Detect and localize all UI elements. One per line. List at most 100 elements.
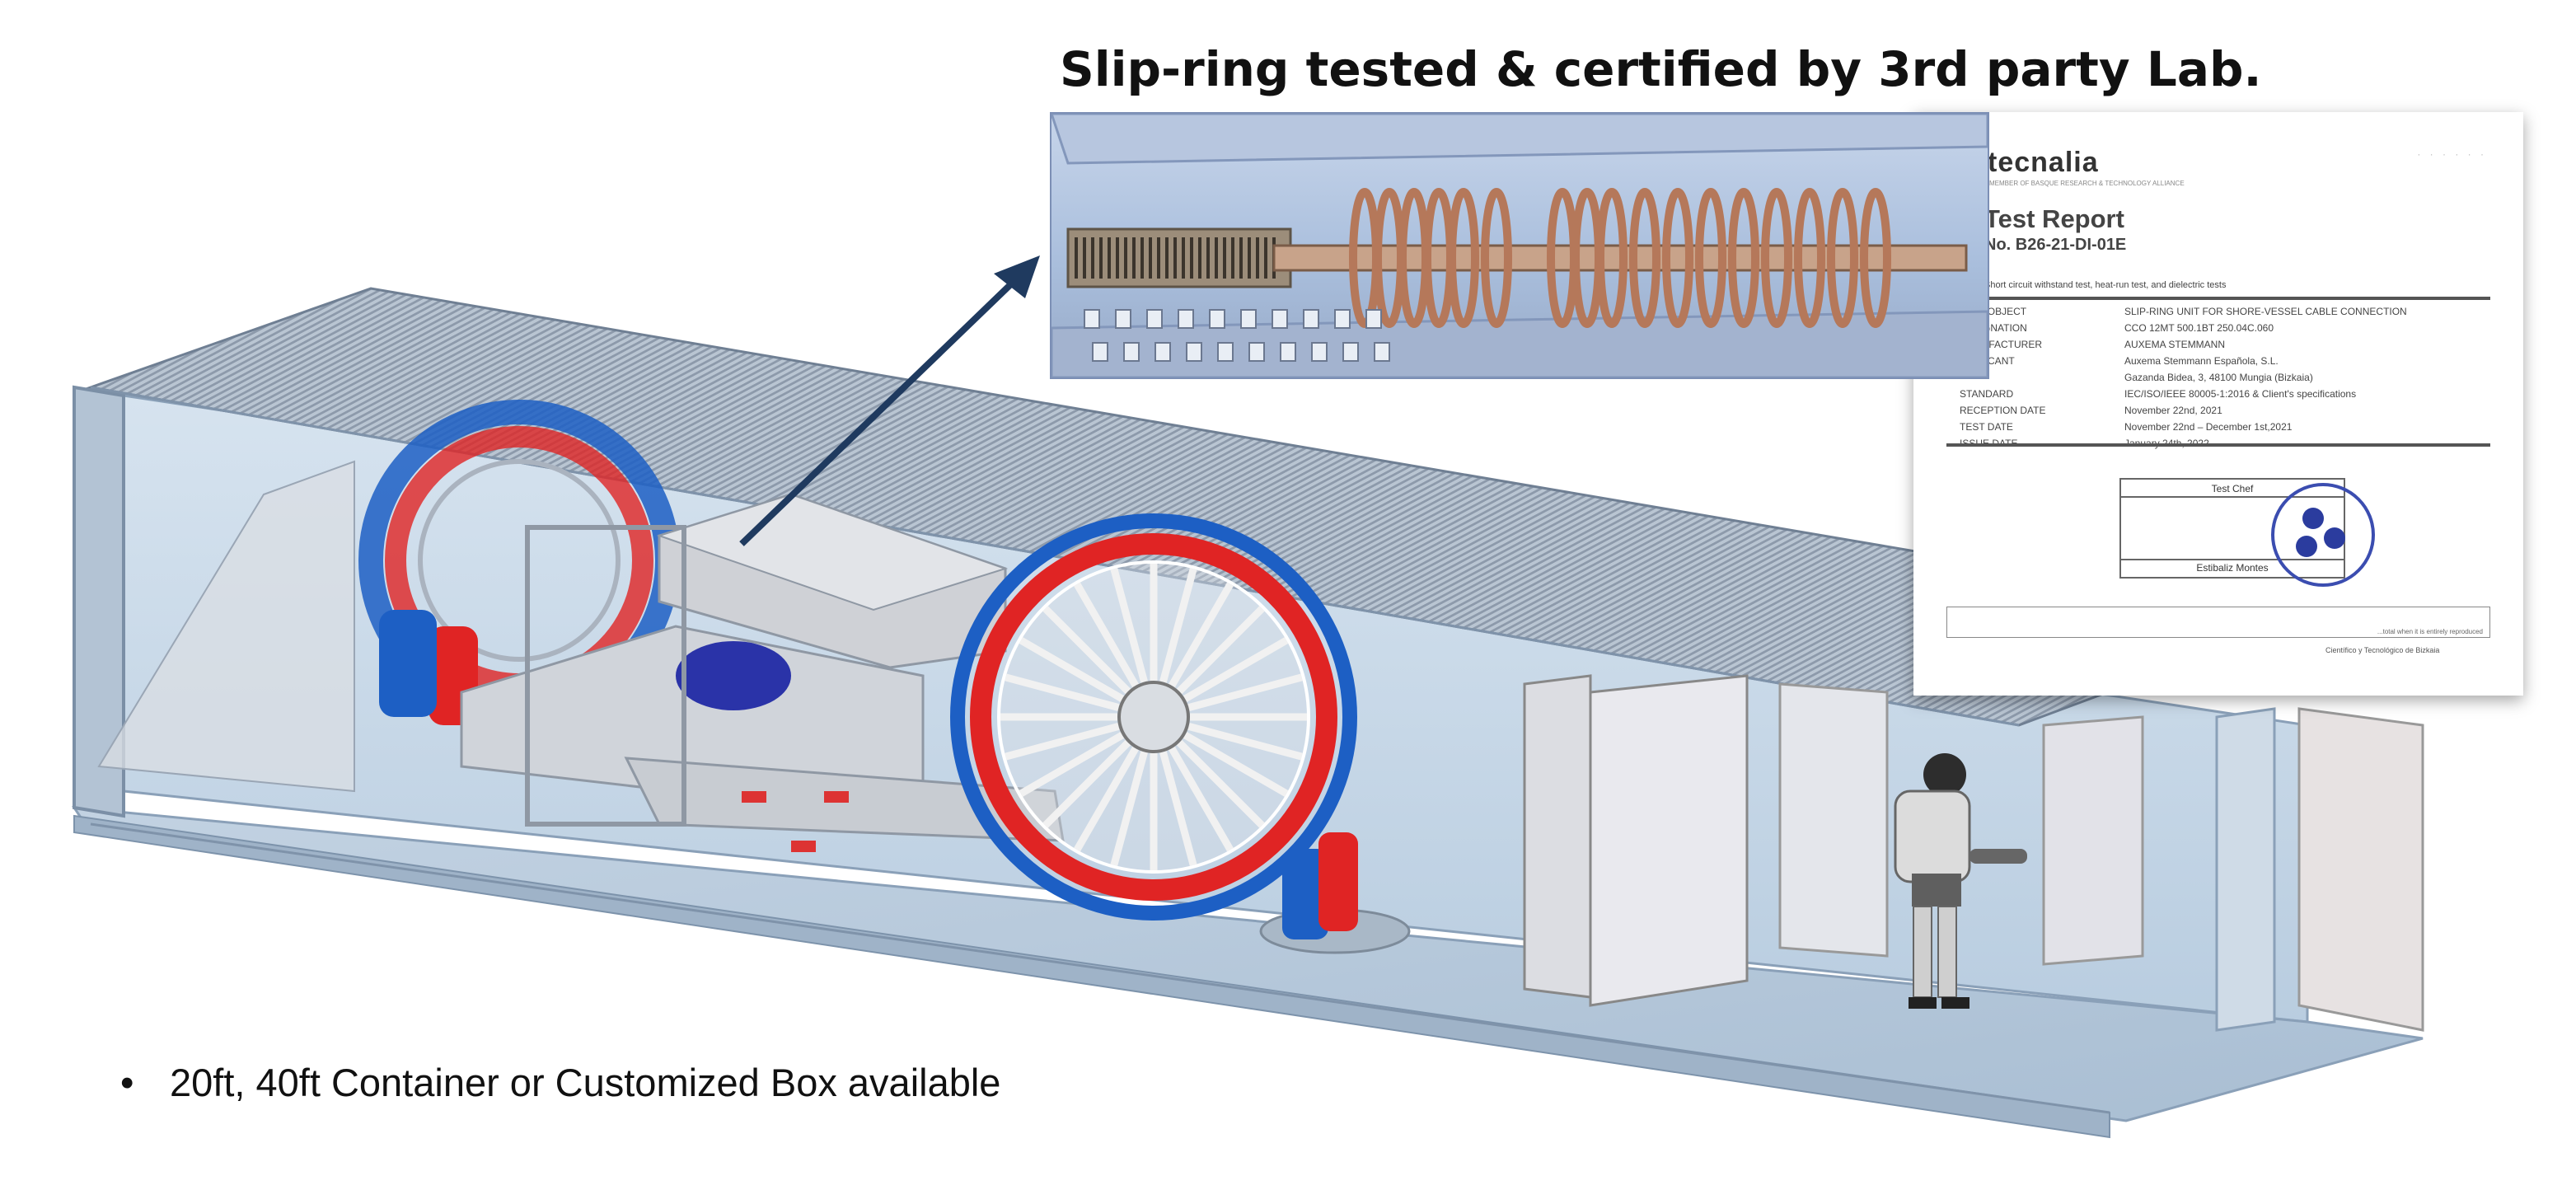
end-panel	[97, 460, 355, 793]
reel-spoke	[1159, 751, 1197, 866]
terminal-bolt	[1280, 342, 1296, 362]
left-motor-blue	[379, 610, 437, 717]
report-row: RECEPTION DATE November 22nd, 2021	[1960, 402, 2495, 419]
report-row-value: IEC/ISO/IEEE 80005-1:2016 & Client's spe…	[2124, 388, 2357, 400]
header-dots: · · · · · ·	[2417, 148, 2487, 160]
container-end-frame	[73, 385, 125, 818]
lab-logo-subtitle: MEMBER OF BASQUE RESEARCH & TECHNOLOGY A…	[1989, 180, 2185, 187]
terminal-bolt	[1209, 309, 1225, 329]
slip-ring-photo	[1050, 112, 1989, 379]
reel-spoke	[1159, 568, 1197, 683]
terminal-bolt	[1334, 309, 1351, 329]
terminal-bolt	[1342, 342, 1359, 362]
report-row-value: Auxema Stemmann Española, S.L.	[2124, 355, 2279, 367]
terminal-bolt	[1092, 342, 1108, 362]
reel-spoke	[1042, 606, 1131, 695]
report-footer-box: ...total when it is entirely reproduced	[1946, 607, 2490, 638]
report-title: Test Report	[1984, 204, 2124, 233]
report-row-value: November 22nd – December 1st,2021	[2124, 421, 2293, 433]
terminal-bolt	[1248, 342, 1265, 362]
cable-reel-main	[950, 513, 1357, 921]
terminal-bolt	[1365, 309, 1382, 329]
report-row-value: CCO 12MT 500.1BT 250.04C.060	[2124, 322, 2274, 334]
lab-logo: tecnalia	[1988, 147, 2099, 178]
report-row-key: STANDARD	[1960, 388, 2014, 400]
report-footer-org: Científico y Tecnológico de Bizkaia	[2325, 646, 2440, 654]
slip-ring	[1448, 188, 1479, 328]
reel-spoke	[1019, 732, 1125, 797]
container-door	[2297, 707, 2424, 1032]
terminal-bolt	[1303, 309, 1319, 329]
terminal-bolt	[1115, 309, 1131, 329]
reel-spoke	[1074, 582, 1139, 688]
report-row: STANDARD IEC/ISO/IEEE 80005-1:2016 & Clie…	[1960, 386, 2495, 402]
slip-ring	[1629, 188, 1660, 328]
operator-figure	[1894, 753, 2027, 1009]
electrical-cabinet-3	[1778, 682, 1889, 958]
reel-spoke	[1176, 606, 1265, 695]
reel-spoke	[1187, 673, 1303, 711]
slip-ring	[1596, 188, 1628, 328]
bullet-text: 20ft, 40ft Container or Customized Box a…	[170, 1061, 1001, 1104]
report-row-value: SLIP-RING UNIT FOR SHORE-VESSEL CABLE CO…	[2124, 306, 2407, 317]
report-footer-note: ...total when it is entirely reproduced	[2377, 628, 2483, 635]
report-row: TEST DATE November 22nd – December 1st,20…	[1960, 419, 2495, 435]
container-base	[73, 814, 2110, 1139]
slip-ring	[1728, 188, 1759, 328]
report-row: APPLICANTAuxema Stemmann Española, S.L.	[1960, 353, 2495, 369]
drive-motor	[676, 641, 791, 710]
reel-spoke	[1110, 568, 1148, 683]
bullet-marker: •	[120, 1061, 134, 1104]
base-motor-red	[1318, 832, 1358, 931]
reel-spoke	[1042, 739, 1131, 828]
slide-title: Slip-ring tested & certified by 3rd part…	[1060, 41, 2262, 97]
terminal-bolt	[1146, 309, 1163, 329]
reel-spoke	[1183, 732, 1289, 797]
terminal-bolt	[1374, 342, 1390, 362]
report-row: Gazanda Bidea, 3, 48100 Mungia (Bizkaia)	[1960, 369, 2495, 386]
terminal-bolt	[1123, 342, 1140, 362]
reel-spoke	[1019, 637, 1125, 702]
report-description: Short circuit withstand test, heat-run t…	[1984, 280, 2227, 290]
slip-ring	[1827, 188, 1858, 328]
report-rule-bottom	[1946, 443, 2490, 447]
terminal-bolt	[1311, 342, 1328, 362]
reel-spoke	[1187, 723, 1303, 761]
reel-spoke	[1169, 582, 1234, 688]
callout-arrow	[739, 273, 1023, 546]
terminal-bolt	[1155, 342, 1171, 362]
test-chef-name: Estibaliz Montes	[2121, 559, 2344, 574]
electrical-cabinet-4	[2042, 715, 2144, 966]
report-row-value: Gazanda Bidea, 3, 48100 Mungia (Bizkaia)	[2124, 372, 2313, 383]
report-number: No. B26-21-DI-01E	[1984, 236, 2127, 254]
reel-spoke	[1176, 739, 1265, 828]
reel-spoke	[1005, 723, 1120, 761]
report-rule-top	[1946, 297, 2490, 300]
reel-spoke	[1005, 673, 1120, 711]
reel-spoke	[1169, 746, 1234, 852]
report-row-key: TEST DATE	[1960, 421, 2013, 433]
terminal-bolt	[1186, 342, 1202, 362]
report-row-value: November 22nd, 2021	[2124, 405, 2222, 416]
slip-ring	[1794, 188, 1825, 328]
terminal-bolt	[1084, 309, 1100, 329]
terminal-bolt	[1217, 342, 1234, 362]
electrical-cabinet-1	[1523, 674, 1592, 999]
reel-spoke	[1074, 746, 1139, 852]
reel-spoke	[1110, 751, 1148, 866]
electrical-cabinet-2	[1589, 674, 1749, 1007]
test-chef-label: Test Chef	[2121, 483, 2344, 498]
report-row-key: RECEPTION DATE	[1960, 405, 2046, 416]
reel-frame	[525, 525, 686, 827]
test-report-document: tecnalia MEMBER OF BASQUE RESEARCH & TEC…	[1913, 112, 2523, 696]
slip-ring	[1695, 188, 1726, 328]
report-row-value: AUXEMA STEMMANN	[2124, 339, 2226, 350]
terminal-bolt	[1240, 309, 1257, 329]
slip-ring	[1761, 188, 1792, 328]
slip-ring-photo-drawing	[1051, 114, 1988, 377]
